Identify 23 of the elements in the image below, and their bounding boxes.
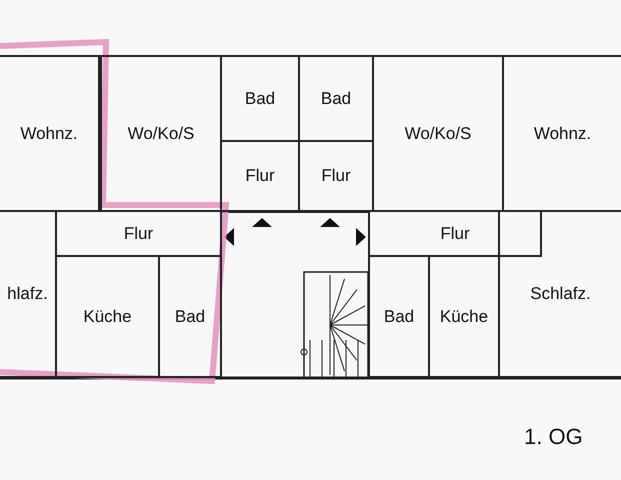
room-label: Wohnz. xyxy=(20,124,78,144)
room-label: hlafz. xyxy=(7,284,48,304)
room-label: Bad xyxy=(320,88,352,108)
room xyxy=(0,55,100,212)
floor-label: 1. OG xyxy=(524,424,583,450)
room-label: Wohnz. xyxy=(534,124,592,144)
room xyxy=(368,210,542,257)
room xyxy=(158,255,222,378)
room-label: Schlafz. xyxy=(530,284,591,304)
room-label: Bad xyxy=(384,306,414,326)
room-label: Küche xyxy=(440,306,488,326)
room-label: Flur xyxy=(124,224,154,244)
room xyxy=(498,210,621,378)
room xyxy=(368,255,430,378)
room-label: Flur xyxy=(245,166,275,186)
room-label: Bad xyxy=(244,88,276,108)
room-label: Bad xyxy=(174,306,206,326)
room-label: Flur xyxy=(321,166,351,186)
room-label: Flur xyxy=(440,224,470,244)
room-label: Küche xyxy=(83,306,132,326)
room-label: Wo/Ko/S xyxy=(404,124,472,144)
room-label: Wo/Ko/S xyxy=(128,124,194,144)
room xyxy=(100,55,222,212)
